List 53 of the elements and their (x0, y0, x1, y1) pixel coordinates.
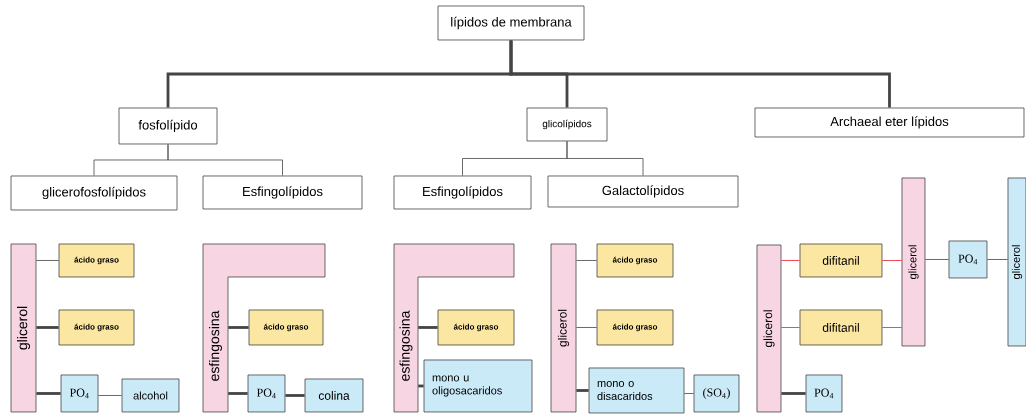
connector-line (781, 260, 800, 261)
glycerol-bar: glicerol (1007, 177, 1026, 347)
sugar-box: mono u oligosacaridos (423, 359, 533, 413)
connector-line (925, 259, 949, 260)
connector-line (781, 327, 800, 328)
connector-line (882, 327, 902, 328)
fatty-acid-box: ácido graso (437, 309, 515, 346)
phytanyl-box: difitanil (799, 309, 883, 346)
connector-line (285, 394, 305, 397)
connector-line (566, 141, 644, 176)
title-box: Esfingolípidos (393, 175, 532, 210)
group-box: (SO$_{4}$) (693, 374, 740, 413)
title-box: Esfingolípidos (202, 175, 363, 210)
connector-line (418, 326, 438, 329)
connector-line (781, 392, 806, 395)
connector-line (228, 326, 249, 329)
fatty-acid-box: ácido graso (58, 243, 135, 278)
title-box: glicolípidos (526, 107, 608, 142)
connector-line (167, 144, 283, 176)
connector-line (36, 392, 61, 395)
fatty-acid-box: ácido graso (596, 309, 674, 346)
title-box: Archaeal eter lípidos (754, 107, 1025, 138)
connector-line (987, 259, 1008, 260)
glycerol-bar: glicerol (10, 243, 37, 413)
glycerol-bar: glicerol (550, 243, 577, 413)
group-box: colina (304, 378, 364, 413)
group-box: PO$_{4}$ (805, 374, 843, 413)
glycerol-bar: glicerol (756, 244, 782, 413)
group-box: PO$_{4}$ (60, 374, 99, 413)
title-box: Galactolípidos (547, 175, 739, 208)
connector-line (576, 389, 589, 392)
fatty-acid-box: ácido graso (58, 309, 135, 346)
connector-line (576, 260, 597, 261)
title-box: fosfolípido (118, 107, 218, 145)
title-box: lípidos de membrana (437, 5, 585, 41)
group-box: PO$_{4}$ (247, 374, 286, 413)
connector-line (684, 393, 694, 394)
group-box: alcohol (121, 378, 180, 413)
connector-line (418, 384, 424, 388)
group-box: PO$_{4}$ (948, 240, 988, 279)
fatty-acid-box: ácido graso (596, 243, 674, 278)
connector-line (98, 395, 122, 396)
connector-line (509, 40, 891, 108)
connector-line (36, 326, 59, 329)
sugar-box: mono o disacaridos (588, 367, 685, 414)
connector-line (228, 392, 248, 395)
connector-line (576, 327, 597, 328)
connector-line (882, 260, 902, 261)
title-box: glicerofosfolípidos (10, 175, 178, 211)
fatty-acid-box: ácido graso (248, 309, 324, 346)
connector-line (36, 260, 59, 261)
glycerol-bar: glicerol (901, 177, 926, 347)
phytanyl-box: difitanil (799, 243, 883, 278)
